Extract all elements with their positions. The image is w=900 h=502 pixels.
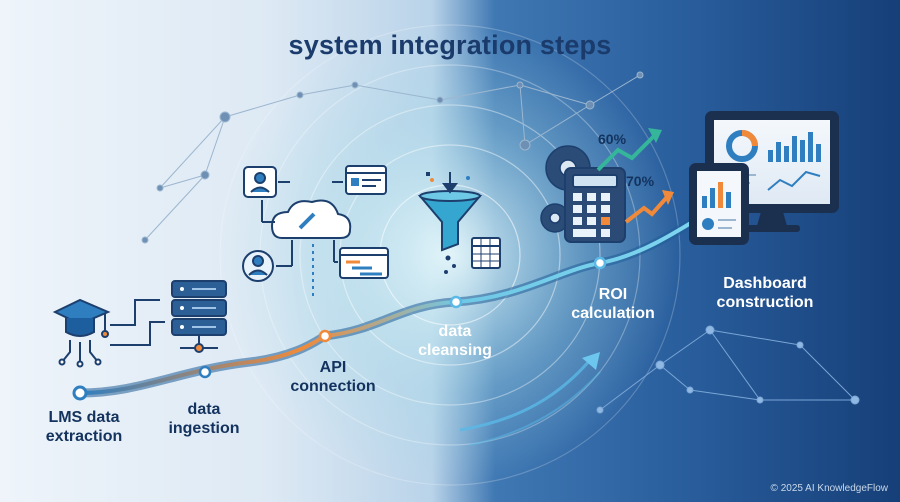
path-nodes [72,256,607,401]
api-cluster [242,165,389,300]
step-label-line: data [187,401,221,418]
step-data-cleansing: data cleansing [400,322,510,360]
step-label-line: data [438,323,472,340]
tablet-icon [689,163,749,245]
step-lms-data-extraction: LMS data extraction [34,408,134,446]
step-dashboard-construction: Dashboard construction [700,274,830,312]
step-label-line: ingestion [168,420,240,437]
roi-percentage-70: 70% [626,173,655,189]
step-data-ingestion: data ingestion [154,400,254,438]
step-label-line: Dashboard [723,275,807,292]
step-label-line: extraction [45,428,123,445]
server-rack-icon [171,280,227,353]
step-api-connection: API connection [278,358,388,396]
step-label-line: calculation [571,305,655,322]
copyright-notice: © 2025 AI KnowledgeFlow [770,483,888,494]
step-label-line: construction [716,294,814,311]
step-roi-calculation: ROI calculation [558,285,668,323]
step-label-line: API [319,359,347,376]
step-label-line: ROI [598,286,628,303]
graduation-cap-icon [52,298,165,368]
concentric-rings [219,24,681,486]
step-label-line: cleansing [418,342,492,359]
network-mesh-right [596,325,860,414]
step-label-line: LMS data [48,409,120,426]
network-mesh [141,71,644,244]
diagram-title: system integration steps [288,30,612,60]
step-label-line: connection [290,378,376,395]
funnel-icon [417,172,501,274]
table-sheet-icon [471,237,501,269]
calculator-icon [564,167,626,243]
trend-arrow-icon [596,128,674,224]
roi-percentage-60: 60% [598,131,627,147]
